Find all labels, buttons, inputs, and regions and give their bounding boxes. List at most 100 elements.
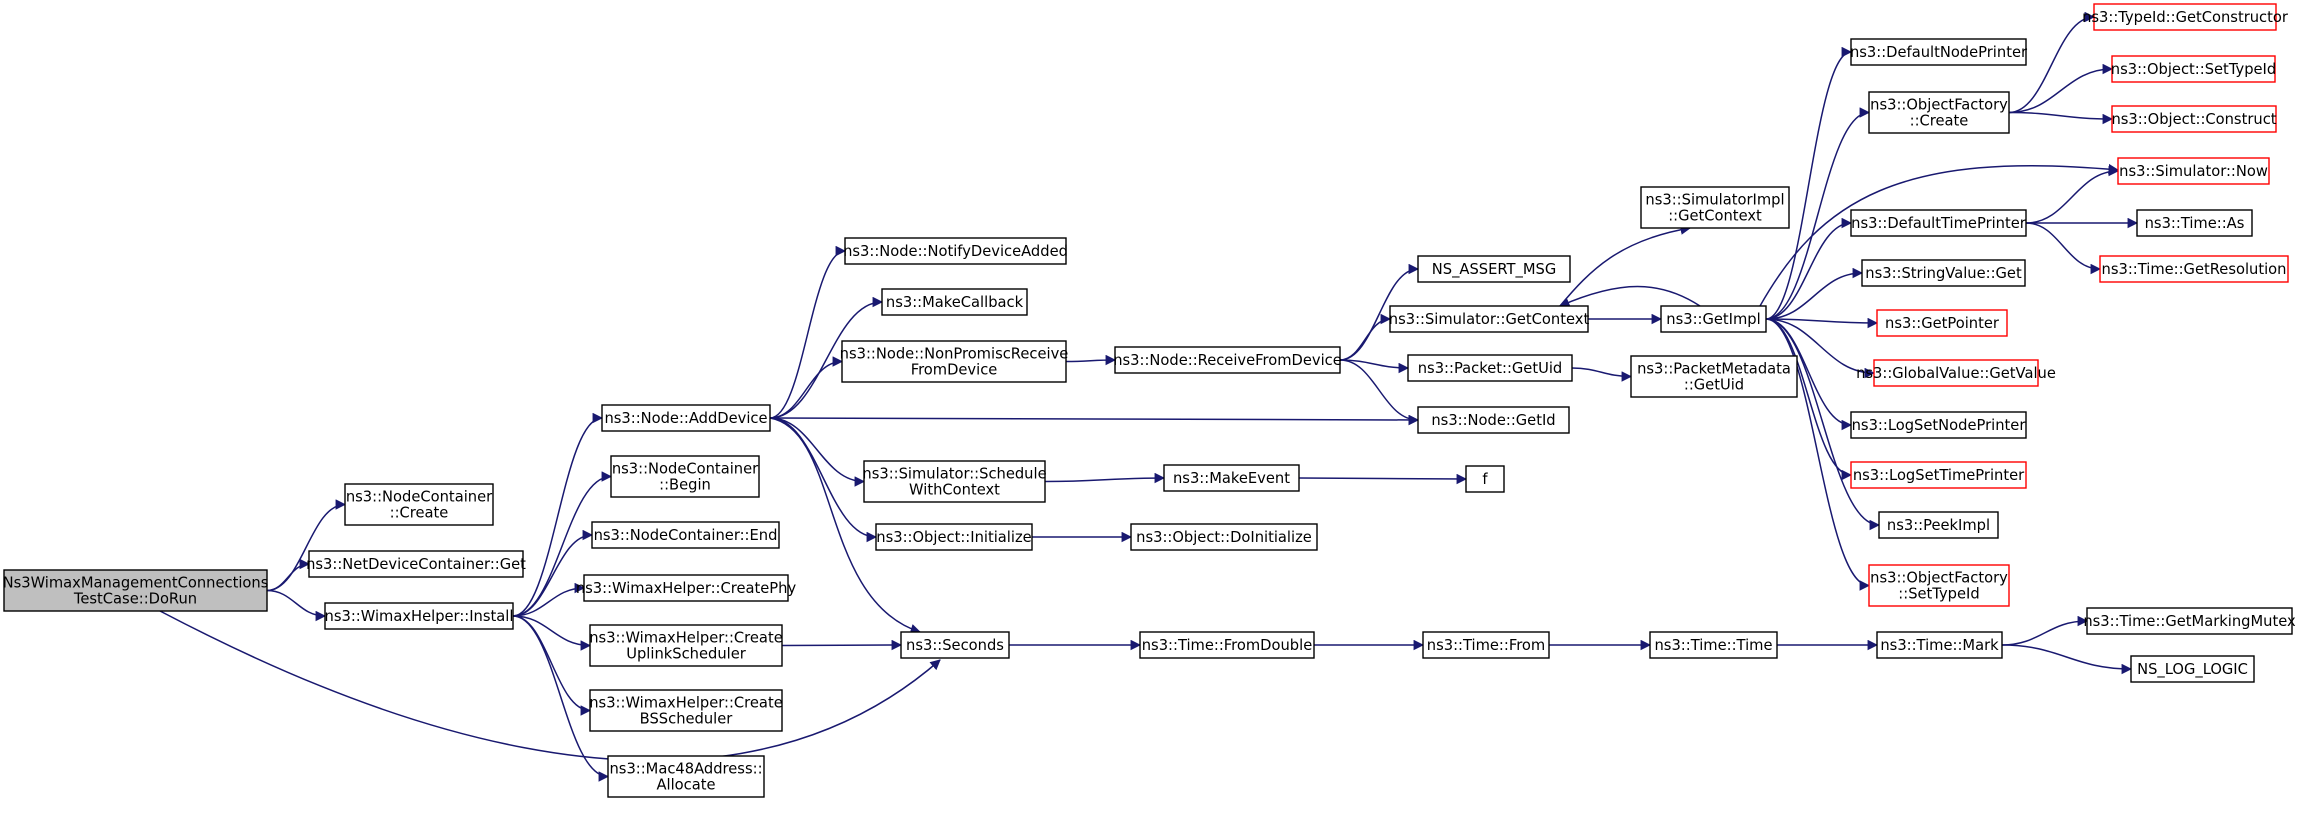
node-makecallback[interactable]: ns3::MakeCallback xyxy=(881,288,1028,316)
node-pmgetuid[interactable]: ns3::PacketMetadata::GetUid xyxy=(1630,355,1798,398)
node-ndc_get[interactable]: ns3::NetDeviceContainer::Get xyxy=(306,550,526,578)
node-simnow[interactable]: ns3::Simulator::Now xyxy=(2117,157,2270,185)
node-label: ns3::StringValue::Get xyxy=(1865,265,2022,282)
edge-install-to-createphy xyxy=(512,582,586,617)
node-tidctor[interactable]: ns3::TypeId::GetConstructor xyxy=(2082,3,2289,31)
node-box xyxy=(1163,464,1300,492)
node-label: ns3::DefaultNodePrinter xyxy=(1850,44,2028,61)
node-label: ::GetContext xyxy=(1668,208,1762,225)
node-seconds[interactable]: ns3::Seconds xyxy=(900,631,1010,659)
node-box xyxy=(1114,346,1341,374)
node-label: ns3::Simulator::Now xyxy=(2119,163,2268,180)
node-box xyxy=(1417,255,1571,283)
node-label: ns3::SimulatorImpl xyxy=(1645,192,1784,209)
node-objinit[interactable]: ns3::Object::Initialize xyxy=(875,523,1033,551)
node-box xyxy=(1850,209,2027,237)
node-nc_end[interactable]: ns3::NodeContainer::End xyxy=(591,521,780,549)
node-label: ::Create xyxy=(1910,113,1969,130)
node-mac48[interactable]: ns3::Mac48Address::Allocate xyxy=(607,755,765,798)
node-label: ns3::ObjectFactory xyxy=(1870,97,2008,114)
node-label: ::GetUid xyxy=(1684,377,1744,394)
node-label: TestCase::DoRun xyxy=(73,591,197,608)
edge-receive-to-getuid xyxy=(1339,359,1410,374)
node-objsettype[interactable]: ns3::Object::SetTypeId xyxy=(2111,55,2276,83)
node-nc_begin[interactable]: ns3::NodeContainer::Begin xyxy=(610,455,760,498)
node-label: ns3::Node::GetId xyxy=(1431,412,1555,429)
node-label: ns3::NodeContainer xyxy=(346,489,493,506)
node-label: NS_ASSERT_MSG xyxy=(1432,261,1556,278)
edge-receive-to-getid xyxy=(1339,359,1420,426)
node-gvget[interactable]: ns3::GlobalValue::GetValue xyxy=(1856,359,2056,387)
node-getcontext[interactable]: ns3::Simulator::GetContext xyxy=(1389,305,1590,333)
node-adddevice[interactable]: ns3::Node::AddDevice xyxy=(601,404,771,432)
edge-adddevice-to-objinit xyxy=(769,417,878,543)
node-lsnp[interactable]: ns3::LogSetNodePrinter xyxy=(1850,411,2027,439)
node-timefrom[interactable]: ns3::Time::From xyxy=(1422,631,1550,659)
node-label: ns3::Simulator::GetContext xyxy=(1389,311,1590,328)
node-label: ns3::DefaultTimePrinter xyxy=(1851,215,2027,232)
node-dorun[interactable]: Ns3WimaxManagementConnectionsTestCase::D… xyxy=(3,569,269,612)
node-label: ns3::WimaxHelper::Install xyxy=(325,608,514,625)
node-getimpl[interactable]: ns3::GetImpl xyxy=(1660,305,1767,333)
node-strget[interactable]: ns3::StringValue::Get xyxy=(1861,259,2026,287)
node-objconstruct[interactable]: ns3::Object::Construct xyxy=(2111,105,2277,133)
node-assert[interactable]: NS_ASSERT_MSG xyxy=(1417,255,1571,283)
node-label: ns3::Time::GetMarkingMutex xyxy=(2083,613,2296,630)
node-f[interactable]: f xyxy=(1465,465,1505,493)
node-dtp[interactable]: ns3::DefaultTimePrinter xyxy=(1850,209,2027,237)
node-box xyxy=(2111,105,2277,133)
node-label: UplinkScheduler xyxy=(626,646,747,663)
node-install[interactable]: ns3::WimaxHelper::Install xyxy=(324,602,514,630)
edge-getimpl-to-getpointer xyxy=(1765,317,1879,329)
node-box xyxy=(344,483,494,526)
edge-makeevent-to-f xyxy=(1298,473,1468,485)
node-receive[interactable]: ns3::Node::ReceiveFromDevice xyxy=(1113,346,1342,374)
node-label: ns3::Object::Construct xyxy=(2111,111,2276,128)
node-fromdouble[interactable]: ns3::Time::FromDouble xyxy=(1139,631,1315,659)
node-box xyxy=(589,689,783,732)
edge-getimpl-to-strget xyxy=(1765,267,1864,320)
node-box xyxy=(875,523,1033,551)
node-box xyxy=(1640,186,1790,229)
node-box xyxy=(844,237,1067,265)
node-box xyxy=(1417,406,1570,434)
node-label: f xyxy=(1482,471,1488,488)
node-nc_create[interactable]: ns3::NodeContainer::Create xyxy=(344,483,494,526)
node-label: ns3::Time::FromDouble xyxy=(1142,637,1312,654)
node-timeas[interactable]: ns3::Time::As xyxy=(2136,209,2253,237)
edges-layer xyxy=(159,11,2139,782)
node-getuid[interactable]: ns3::Packet::GetUid xyxy=(1407,354,1573,382)
node-box xyxy=(2093,3,2277,31)
node-label: ns3::NetDeviceContainer::Get xyxy=(306,556,526,573)
node-ofcreate[interactable]: ns3::ObjectFactory::Create xyxy=(1868,91,2010,134)
node-lstp[interactable]: ns3::LogSetTimePrinter xyxy=(1850,461,2027,489)
node-box xyxy=(1850,411,2027,439)
node-label: ::Create xyxy=(390,505,449,522)
node-doinit[interactable]: ns3::Object::DoInitialize xyxy=(1130,523,1318,551)
node-label: ns3::GetPointer xyxy=(1885,315,2000,332)
node-implctx[interactable]: ns3::SimulatorImpl::GetContext xyxy=(1640,186,1790,229)
node-getpointer[interactable]: ns3::GetPointer xyxy=(1876,309,2008,337)
edge-install-to-nc_end xyxy=(512,529,594,617)
node-getres[interactable]: ns3::Time::GetResolution xyxy=(2099,255,2289,283)
node-label: ns3::PacketMetadata xyxy=(1637,361,1791,378)
node-mark[interactable]: ns3::Time::Mark xyxy=(1876,631,2003,659)
node-createphy[interactable]: ns3::WimaxHelper::CreatePhy xyxy=(576,574,797,602)
node-dnp[interactable]: ns3::DefaultNodePrinter xyxy=(1850,38,2028,66)
node-makeevent[interactable]: ns3::MakeEvent xyxy=(1163,464,1300,492)
node-label: ns3::Node::ReceiveFromDevice xyxy=(1113,352,1342,369)
node-label: ns3::Simulator::Schedule xyxy=(862,466,1046,483)
node-timetime[interactable]: ns3::Time::Time xyxy=(1649,631,1778,659)
node-box xyxy=(1868,564,2010,607)
node-getid[interactable]: ns3::Node::GetId xyxy=(1417,406,1570,434)
node-notify[interactable]: ns3::Node::NotifyDeviceAdded xyxy=(843,237,1068,265)
node-label: ns3::Object::Initialize xyxy=(876,529,1031,546)
node-ofsettype[interactable]: ns3::ObjectFactory::SetTypeId xyxy=(1868,564,2010,607)
node-peekimpl[interactable]: ns3::PeekImpl xyxy=(1878,511,1999,539)
node-markmutex[interactable]: ns3::Time::GetMarkingMutex xyxy=(2083,607,2296,635)
node-loglogic[interactable]: NS_LOG_LOGIC xyxy=(2130,655,2255,683)
